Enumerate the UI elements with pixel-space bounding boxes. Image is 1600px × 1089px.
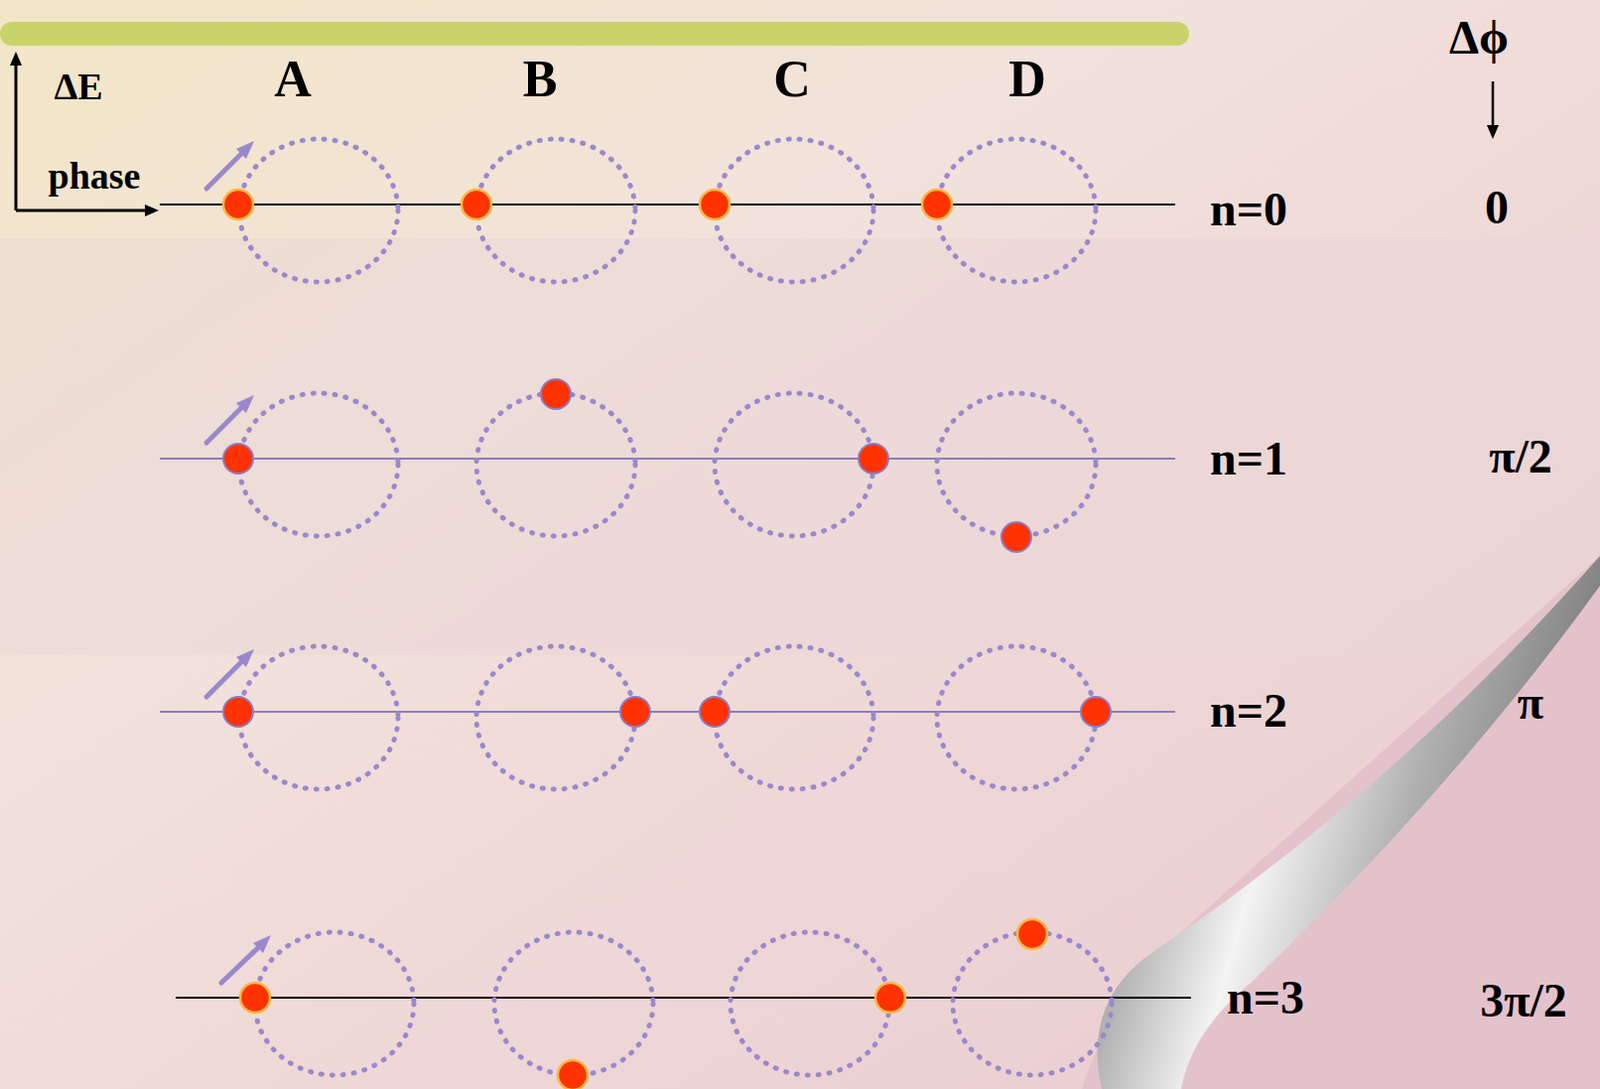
particle-dots (223, 379, 1111, 727)
phase-value: 3π/2 (1479, 976, 1568, 1025)
column-heading: Δϕ (1449, 13, 1509, 62)
photo-band (0, 238, 1600, 656)
cavity-label: D (1008, 53, 1047, 106)
phase-value: π/2 (1488, 432, 1553, 481)
axis-arrowhead (9, 51, 22, 66)
phase-value: π (1517, 678, 1544, 727)
axis-label: phase (48, 156, 141, 195)
axes (15, 61, 149, 211)
phase-circles (239, 138, 1112, 1075)
mode-label: n=3 (1226, 973, 1305, 1022)
phase-value: 0 (1484, 183, 1509, 232)
mode-label: n=0 (1209, 185, 1288, 234)
particle-dots (240, 919, 1048, 1089)
mode-label: n=1 (1209, 434, 1288, 483)
mode-label: n=2 (1209, 686, 1288, 735)
delta-phi-arrowhead (1486, 125, 1499, 139)
particle-dots (223, 189, 952, 220)
title-bar (0, 21, 1190, 46)
rotation-arrowheads (236, 140, 271, 953)
page-under (1081, 555, 1600, 1089)
cavity-label: A (273, 53, 312, 106)
axis-arrowhead (144, 204, 159, 217)
cavity-label: B (523, 53, 558, 106)
rotation-arrows (206, 148, 264, 983)
cavity-label: C (773, 53, 811, 106)
row-lines (159, 204, 1192, 998)
axis-label: ΔE (53, 67, 103, 106)
page-curl (1097, 555, 1600, 1089)
delta-phi-arrow (1491, 81, 1495, 128)
